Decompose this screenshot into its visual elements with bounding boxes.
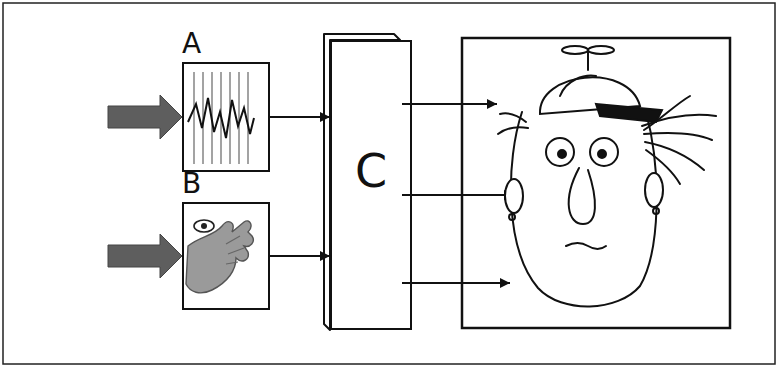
grid-line — [238, 72, 239, 164]
waveform — [188, 98, 254, 138]
pupil — [598, 150, 606, 158]
finger-lines — [226, 236, 244, 264]
output-box — [462, 38, 730, 328]
head-outline — [511, 112, 657, 307]
propeller-stem — [587, 52, 589, 70]
face-drawing — [498, 46, 716, 307]
earring — [509, 214, 515, 220]
eye — [590, 138, 618, 166]
output-arrow — [402, 282, 510, 284]
hair — [644, 133, 712, 140]
sensor-box: A — [182, 62, 270, 172]
beanie-brim — [596, 104, 662, 122]
nose — [569, 168, 595, 224]
signal-arrow — [270, 116, 330, 118]
propeller-blade — [588, 46, 614, 54]
ear — [505, 179, 523, 213]
mouth — [566, 243, 606, 249]
signal-arrow — [270, 255, 330, 257]
input-arrow — [108, 95, 182, 139]
box-label: B — [182, 168, 266, 200]
pupil — [558, 150, 566, 158]
hair — [498, 127, 528, 134]
grid-line — [247, 72, 248, 164]
propeller-blade — [562, 46, 588, 54]
output-arrow — [402, 103, 497, 105]
sensor-box: B — [182, 202, 270, 310]
eye-icon — [194, 220, 214, 232]
processor-box: C — [330, 40, 412, 330]
outer-frame — [3, 3, 775, 364]
box-label: A — [182, 28, 266, 60]
box-label: C — [332, 146, 410, 196]
hair — [500, 113, 526, 122]
earring — [653, 208, 659, 214]
hair — [644, 96, 690, 130]
grid-line — [193, 72, 194, 164]
eye — [546, 138, 574, 166]
hair — [646, 150, 680, 184]
hand-icon — [186, 221, 253, 293]
ear — [645, 173, 663, 207]
input-arrow — [108, 234, 182, 278]
eye-pupil — [201, 223, 207, 229]
beanie-seam — [560, 76, 596, 96]
output-arrow — [402, 194, 514, 196]
